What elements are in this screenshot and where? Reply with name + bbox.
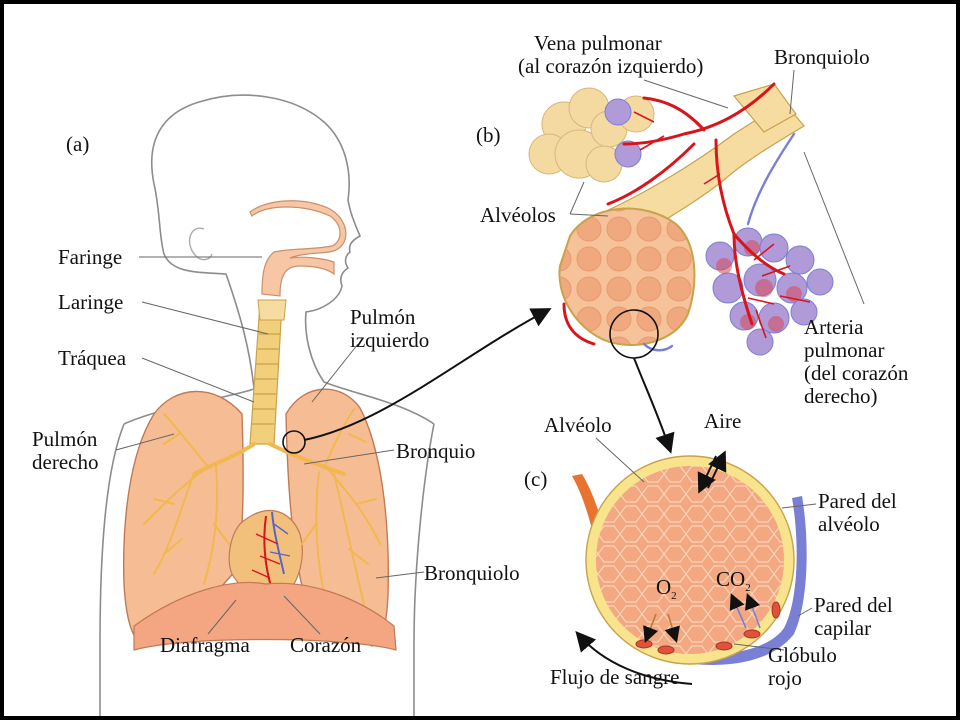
alveolus-detail <box>572 450 807 685</box>
panel-c-label: (c) <box>524 467 548 491</box>
arrow-a-to-b <box>303 308 552 441</box>
head-outline <box>150 94 435 425</box>
trachea <box>249 303 283 445</box>
respiratory-diagram: (a) (b) (c) Faringe Laringe Tráquea Pulm… <box>4 4 956 716</box>
label-arteria-1: Arteria <box>804 315 864 339</box>
label-arteria-2: pulmonar <box>804 338 885 362</box>
label-arteria-4: derecho) <box>804 384 878 408</box>
label-globulo-1: Glóbulo <box>768 643 837 667</box>
leaders-c <box>595 437 817 651</box>
label-pared-capilar-1: Pared del <box>814 593 893 617</box>
alveolar-sac <box>558 207 696 346</box>
panel-b-label: (b) <box>476 123 501 147</box>
label-corazon: Corazón <box>290 633 362 657</box>
leaders-a <box>115 256 425 635</box>
label-vena-pulmonar-2: (al corazón izquierdo) <box>518 54 704 78</box>
capillary-blue <box>694 496 807 665</box>
zoom-circle-a <box>282 430 306 454</box>
diagram-canvas <box>99 69 865 716</box>
label-bronquio: Bronquio <box>396 439 476 463</box>
label-flujo-de-sangre: Flujo de sangre <box>550 665 680 689</box>
label-diafragma: Diafragma <box>160 633 250 657</box>
alveolus-interior <box>596 466 784 654</box>
panel-a-label: (a) <box>66 132 90 156</box>
label-bronquiolo-a: Bronquiolo <box>424 561 520 585</box>
label-alveolos: Alvéolos <box>480 203 556 227</box>
label-alveolo: Alvéolo <box>544 413 612 437</box>
leaders-b <box>569 69 865 305</box>
diaphragm <box>133 581 397 651</box>
label-pared-alveolo-2: alvéolo <box>818 512 880 536</box>
blood-flow-arrow <box>575 630 693 685</box>
label-bronquiolo-b: Bronquiolo <box>774 45 870 69</box>
label-pulmon-derecho-2: derecho <box>32 450 99 474</box>
nasal-cavity <box>249 200 347 297</box>
label-traquea: Tráquea <box>58 346 127 370</box>
label-o2: O2 <box>656 575 677 603</box>
torso-left <box>99 423 125 716</box>
label-faringe: Faringe <box>58 245 123 269</box>
alveoli-cluster <box>528 82 834 359</box>
label-pared-alveolo-1: Pared del <box>818 489 897 513</box>
label-co2: CO2 <box>716 567 751 595</box>
label-globulo-2: rojo <box>768 666 802 690</box>
label-aire: Aire <box>704 409 742 433</box>
label-laringe: Laringe <box>58 290 124 314</box>
label-pulmon-izquierdo-2: izquierdo <box>350 328 430 352</box>
arrow-b-to-c <box>633 357 675 454</box>
label-pulmon-derecho-1: Pulmón <box>32 427 98 451</box>
body-figure <box>99 94 435 716</box>
label-vena-pulmonar-1: Vena pulmonar <box>534 31 662 55</box>
bronchiole-tube <box>602 101 805 241</box>
label-arteria-3: (del corazón <box>804 361 909 385</box>
label-pulmon-izquierdo-1: Pulmón <box>350 305 416 329</box>
label-pared-capilar-2: capilar <box>814 616 872 640</box>
torso-right <box>413 423 435 716</box>
